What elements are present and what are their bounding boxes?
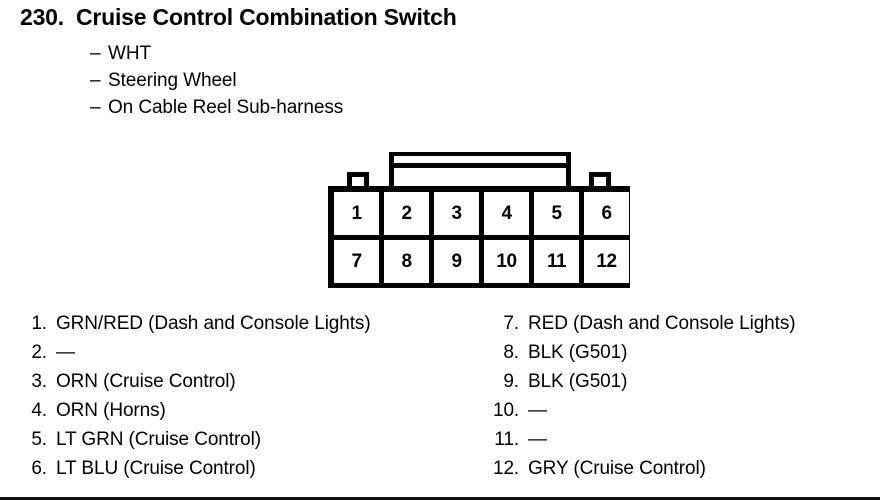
pin-label: LT BLU (Cruise Control) bbox=[56, 458, 256, 479]
pin-description-4: 4. ORN (Horns) bbox=[21, 400, 166, 422]
pin-label: ORN (Cruise Control) bbox=[56, 371, 236, 392]
pin-description-7: 7. RED (Dash and Console Lights) bbox=[493, 313, 795, 335]
pin-cell-12: 12 bbox=[584, 240, 629, 283]
pin-cell-4: 4 bbox=[484, 192, 529, 235]
pin-number: 4. bbox=[31, 400, 47, 421]
pin-label: GRN/RED (Dash and Console Lights) bbox=[56, 313, 371, 334]
pin-description-12: 12. GRY (Cruise Control) bbox=[493, 458, 706, 480]
pin-label: ORN (Horns) bbox=[56, 400, 166, 421]
notch-inner-left bbox=[352, 177, 364, 186]
pin-description-6: 6. LT BLU (Cruise Control) bbox=[21, 458, 256, 480]
dash-marker: – bbox=[90, 43, 101, 64]
pin-cell-1: 1 bbox=[334, 192, 379, 235]
detail-text: Steering Wheel bbox=[108, 70, 237, 91]
connector-notch-right bbox=[589, 172, 611, 186]
tab-band-lower bbox=[394, 168, 566, 186]
pin-label: BLK (G501) bbox=[528, 371, 628, 392]
pin-description-11: 11. — bbox=[493, 429, 547, 451]
pin-cell-8: 8 bbox=[384, 240, 429, 283]
pin-label: RED (Dash and Console Lights) bbox=[528, 313, 796, 334]
detail-line-harness: –On Cable Reel Sub-harness bbox=[90, 97, 343, 119]
pin-cell-5: 5 bbox=[534, 192, 579, 235]
pin-number: 2. bbox=[31, 342, 47, 363]
connector-locking-tab bbox=[389, 152, 571, 186]
connector-diagram: 1 2 3 4 5 6 7 8 9 10 11 12 bbox=[328, 152, 630, 288]
pin-cell-10: 10 bbox=[484, 240, 529, 283]
pin-grid: 1 2 3 4 5 6 7 8 9 10 11 12 bbox=[334, 192, 629, 283]
pin-label: LT GRN (Cruise Control) bbox=[56, 429, 261, 450]
pin-description-2: 2. — bbox=[21, 342, 75, 364]
connector-body: 1 2 3 4 5 6 7 8 9 10 11 12 bbox=[328, 186, 630, 288]
pin-cell-11: 11 bbox=[534, 240, 579, 283]
connector-notch-left bbox=[347, 172, 369, 186]
detail-text: On Cable Reel Sub-harness bbox=[108, 97, 344, 118]
pin-cell-7: 7 bbox=[334, 240, 379, 283]
pin-number: 7. bbox=[503, 313, 519, 334]
pin-number: 11. bbox=[494, 429, 519, 450]
detail-line-location: –Steering Wheel bbox=[90, 70, 237, 92]
pin-number: 1. bbox=[31, 313, 47, 334]
pin-label: — bbox=[528, 429, 547, 450]
pin-description-9: 9. BLK (G501) bbox=[493, 371, 627, 393]
pin-label: — bbox=[56, 342, 75, 363]
notch-inner-right bbox=[594, 177, 606, 186]
pin-number: 3. bbox=[31, 371, 47, 392]
detail-line-wire-color: –WHT bbox=[90, 43, 151, 65]
pin-description-1: 1. GRN/RED (Dash and Console Lights) bbox=[21, 313, 371, 335]
pin-number: 5. bbox=[31, 429, 47, 450]
pin-cell-2: 2 bbox=[384, 192, 429, 235]
entry-title: Cruise Control Combination Switch bbox=[75, 4, 457, 30]
tab-band-upper bbox=[394, 156, 566, 163]
pin-description-5: 5. LT GRN (Cruise Control) bbox=[21, 429, 261, 451]
pin-label: BLK (G501) bbox=[528, 342, 628, 363]
pin-description-10: 10. — bbox=[493, 400, 547, 422]
pin-number: 6. bbox=[31, 458, 47, 479]
pin-description-3: 3. ORN (Cruise Control) bbox=[21, 371, 236, 393]
pin-label: — bbox=[528, 400, 547, 421]
pin-description-8: 8. BLK (G501) bbox=[493, 342, 627, 364]
detail-text: WHT bbox=[108, 43, 151, 64]
pin-number: 10. bbox=[493, 400, 520, 421]
pin-cell-9: 9 bbox=[434, 240, 479, 283]
pin-number: 12. bbox=[493, 458, 520, 479]
dash-marker: – bbox=[90, 70, 101, 91]
dash-marker: – bbox=[90, 97, 101, 118]
page-title: 230. Cruise Control Combination Switch bbox=[20, 4, 457, 31]
pin-label: GRY (Cruise Control) bbox=[528, 458, 706, 479]
pin-number: 8. bbox=[503, 342, 519, 363]
pin-number: 9. bbox=[503, 371, 519, 392]
entry-number: 230. bbox=[20, 4, 64, 30]
pin-cell-6: 6 bbox=[584, 192, 629, 235]
pin-cell-3: 3 bbox=[434, 192, 479, 235]
